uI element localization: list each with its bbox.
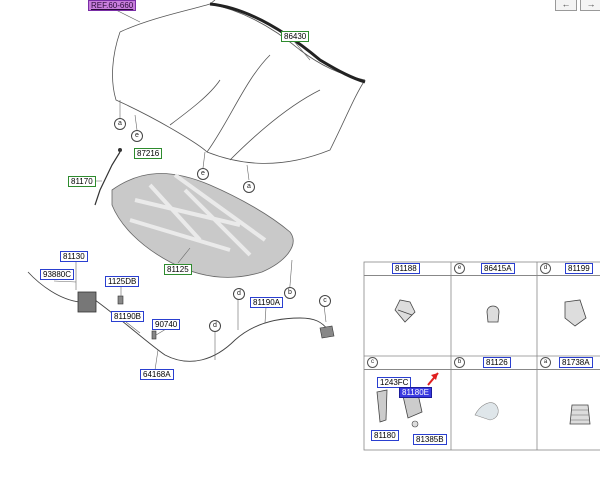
part-90740-label[interactable]: 90740 xyxy=(152,319,181,330)
parts-cell-81126[interactable]: b 81126 xyxy=(451,356,537,450)
callout-a-upper: a xyxy=(114,118,126,130)
clip-81188 xyxy=(394,299,416,323)
part-81190b-label[interactable]: 81190B xyxy=(111,311,144,322)
parts-cell-81188[interactable]: 81188 xyxy=(364,262,451,356)
part-64168a-label[interactable]: 64168A xyxy=(140,369,174,380)
part-1125db-label[interactable]: 1125DB xyxy=(105,276,140,287)
part-81125-label[interactable]: 81125 xyxy=(164,264,192,275)
cell-callout: c xyxy=(367,357,378,368)
cell-header xyxy=(451,356,537,370)
cell-callout: e xyxy=(454,263,465,274)
part-93880c-label[interactable]: 93880C xyxy=(40,269,75,280)
parts-cell-81738a[interactable]: a 81738A xyxy=(537,356,600,450)
cell-part-label[interactable]: 81199 xyxy=(565,263,593,274)
release-handle xyxy=(319,325,335,339)
clip-81126 xyxy=(474,402,499,421)
parts-table xyxy=(363,261,600,451)
part-81385b-label[interactable]: 81385B xyxy=(413,434,447,445)
hood-panel xyxy=(112,0,366,164)
cell-header xyxy=(364,356,451,370)
bumper-86415a xyxy=(486,305,500,323)
release-cable xyxy=(94,299,329,362)
callout-d-lower: d xyxy=(209,320,221,332)
part-87216-label[interactable]: 87216 xyxy=(134,148,163,159)
hood-insulator-pad xyxy=(111,173,294,278)
callout-b-cable: b xyxy=(284,287,296,299)
cell-part-label[interactable]: 86415A xyxy=(481,263,515,274)
parts-cell-c[interactable]: c xyxy=(364,356,451,450)
cell-header xyxy=(537,262,600,276)
cell-header xyxy=(364,262,451,276)
hood-seal xyxy=(209,2,366,84)
prev-page-button[interactable]: ← xyxy=(555,0,577,11)
part-81180-label[interactable]: 81180 xyxy=(371,430,399,441)
parts-cell-81199[interactable]: d 81199 xyxy=(537,262,600,356)
cell-callout: a xyxy=(540,357,551,368)
part-81180e-label-selected[interactable]: 81180E xyxy=(399,387,432,398)
hood-stay-rod xyxy=(94,151,121,206)
hood-latch xyxy=(77,291,97,313)
ref-link[interactable]: REF.60-660 xyxy=(88,0,137,11)
callout-e-lower: e xyxy=(197,168,209,180)
cell-header xyxy=(451,262,537,276)
callout-e-upper: e xyxy=(131,130,143,142)
cell-callout: d xyxy=(540,263,551,274)
hook-81180 xyxy=(376,389,388,423)
callout-a-lower: a xyxy=(243,181,255,193)
part-86430-label[interactable]: 86430 xyxy=(281,31,310,42)
part-1243fc-label[interactable]: 1243FC xyxy=(377,377,412,388)
cell-part-label[interactable]: 81738A xyxy=(559,357,593,368)
parts-cell-86415a[interactable]: e 86415A xyxy=(451,262,537,356)
cell-callout: b xyxy=(454,357,465,368)
part-81170-label[interactable]: 81170 xyxy=(68,176,96,187)
bracket-81199 xyxy=(564,299,587,327)
cell-header xyxy=(537,356,600,370)
callout-c-handle: c xyxy=(319,295,331,307)
part-81190a-label[interactable]: 81190A xyxy=(250,297,283,308)
callout-d-cable: d xyxy=(233,288,245,300)
cell-part-label[interactable]: 81126 xyxy=(483,357,511,368)
cell-part-label[interactable]: 81188 xyxy=(392,263,420,274)
part-81130-label[interactable]: 81130 xyxy=(60,251,88,262)
next-page-button[interactable]: → xyxy=(580,0,600,11)
